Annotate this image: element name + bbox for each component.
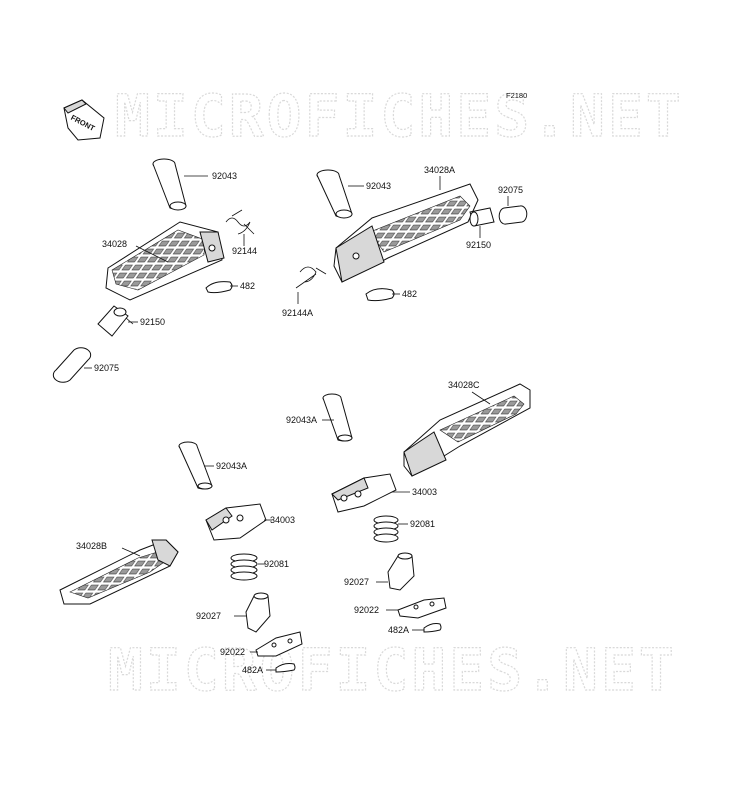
watermark-top: MICROFICHES.NET [115,82,684,150]
clip-482-upper-left [205,281,233,294]
stopper-92150-upper-left [97,305,134,337]
spring-92144 [225,209,255,235]
label-34028B: 34028B [76,541,107,551]
label-92150-upper-left: 92150 [140,317,165,327]
spring-92081-lower-left [230,553,258,581]
label-92043-upper-left: 92043 [212,171,237,181]
label-92027-lower-left: 92027 [196,611,221,621]
pin-92043A-lower-right [322,393,353,442]
label-482A-lower-right: 482A [388,625,409,635]
spring-92144A [295,266,327,289]
label-92043-upper-right: 92043 [366,181,391,191]
watermark-bottom: MICROFICHES.NET [108,636,677,704]
rubber-92075-upper-right [498,205,528,225]
label-34003-lower-right: 34003 [412,487,437,497]
label-92075-upper-left: 92075 [94,363,119,373]
label-482A-lower-left: 482A [242,665,263,675]
label-92081-lower-right: 92081 [410,519,435,529]
pin-92043A-lower-left [178,441,213,490]
plate-92022-lower-right [397,597,447,619]
spring-92081-lower-right [373,515,399,543]
diagram-code: F2180 [506,91,527,100]
footpeg-34028A [333,183,479,283]
label-92144A: 92144A [282,308,313,318]
footpeg-34028C [403,383,531,477]
rubber-92075-upper-left [52,347,92,383]
retainer-92027-lower-left [245,592,271,633]
label-92043A-lower-right: 92043A [286,415,317,425]
label-92081-lower-left: 92081 [264,559,289,569]
front-arrow-icon: FRONT [63,99,105,141]
label-92022-lower-right: 92022 [354,605,379,615]
label-34003-lower-left: 34003 [270,515,295,525]
label-92075-upper-right: 92075 [498,185,523,195]
bracket-34003-lower-right [331,473,397,513]
label-34028: 34028 [102,239,127,249]
label-92043A-lower-left: 92043A [216,461,247,471]
label-92144: 92144 [232,246,257,256]
footpeg-34028 [105,221,225,301]
clip-482-upper-right [365,288,395,302]
label-482-upper-left: 482 [240,281,255,291]
label-92027-lower-right: 92027 [344,577,369,587]
pin-92043-upper-left [152,158,187,211]
label-92150-upper-right: 92150 [466,240,491,250]
bracket-34003-lower-left [205,503,267,541]
pin-92043-upper-right [316,169,353,219]
retainer-92027-lower-right [387,552,415,591]
label-34028A: 34028A [424,165,455,175]
label-34028C: 34028C [448,380,480,390]
label-482-upper-right: 482 [402,289,417,299]
stopper-92150-upper-right [469,207,495,227]
clip-482A-lower-left [275,663,296,673]
footpeg-34028B [59,539,179,605]
plate-92022-lower-left [255,631,303,657]
clip-482A-lower-right [423,623,442,633]
label-92022-lower-left: 92022 [220,647,245,657]
